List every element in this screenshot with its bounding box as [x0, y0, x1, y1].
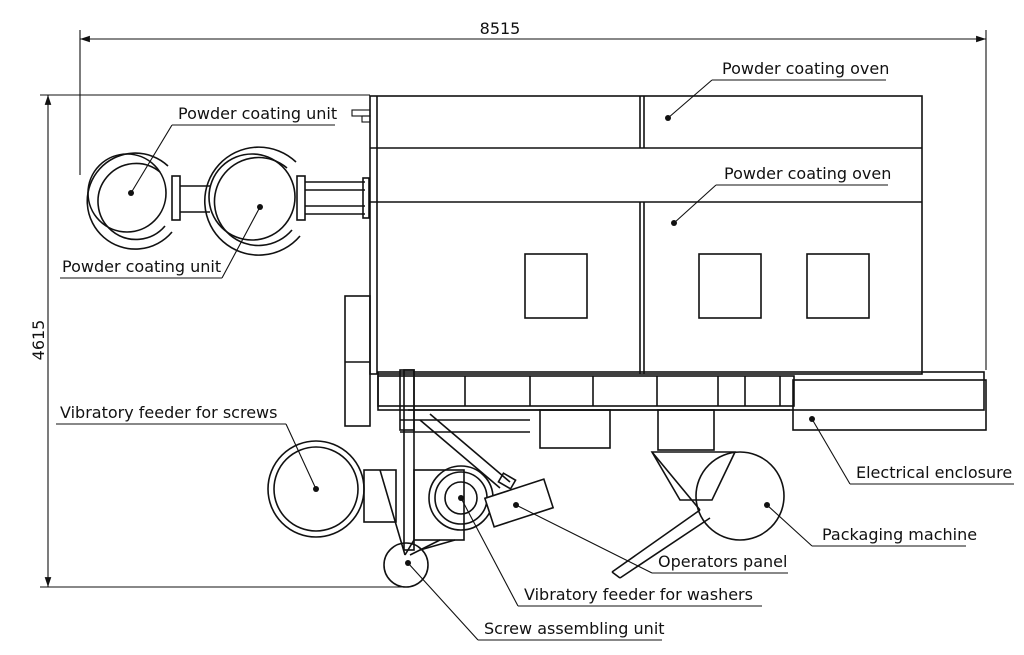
powder-coating-ovens — [344, 95, 923, 427]
electrical-label: Electrical enclosure — [856, 463, 1012, 482]
unit-bottom-label: Powder coating unit — [62, 257, 221, 276]
electrical-enclosure-box — [792, 379, 987, 431]
label-packaging: Packaging machine — [764, 502, 977, 547]
oven-mid-label: Powder coating oven — [724, 164, 891, 183]
oven-top-label: Powder coating oven — [722, 59, 889, 78]
powder-coating-unit-right — [203, 146, 370, 256]
label-oven-mid: Powder coating oven — [671, 164, 891, 226]
operators-panel-box — [483, 478, 555, 528]
label-operators: Operators panel — [513, 502, 788, 574]
oven-window — [806, 253, 870, 319]
screw-assembling-label: Screw assembling unit — [484, 619, 665, 638]
dimension-height-label: 4615 — [29, 320, 48, 361]
label-unit-top: Powder coating unit — [128, 104, 337, 196]
packaging-label: Packaging machine — [822, 525, 977, 544]
screw-feeding-area — [267, 369, 555, 588]
conveyor-frame — [377, 369, 987, 451]
packaging-machine — [611, 451, 785, 579]
label-feeder-screws: Vibratory feeder for screws — [56, 403, 319, 492]
label-oven-top: Powder coating oven — [665, 59, 889, 121]
feeder-washers-label: Vibratory feeder for washers — [524, 585, 753, 604]
label-electrical: Electrical enclosure — [809, 416, 1014, 485]
powder-coating-unit-left — [86, 152, 210, 250]
dimension-width-label: 8515 — [480, 19, 521, 38]
oven-window — [524, 253, 588, 319]
label-unit-bottom: Powder coating unit — [60, 204, 263, 279]
label-screw-assembling: Screw assembling unit — [405, 560, 665, 641]
label-feeder-washers: Vibratory feeder for washers — [458, 495, 762, 607]
feeder-screws-label: Vibratory feeder for screws — [60, 403, 277, 422]
oven-window — [698, 253, 762, 319]
dimension-width: 8515 — [79, 19, 987, 370]
operators-label: Operators panel — [658, 552, 787, 571]
dimension-height: 4615 — [29, 94, 410, 588]
unit-top-label: Powder coating unit — [178, 104, 337, 123]
